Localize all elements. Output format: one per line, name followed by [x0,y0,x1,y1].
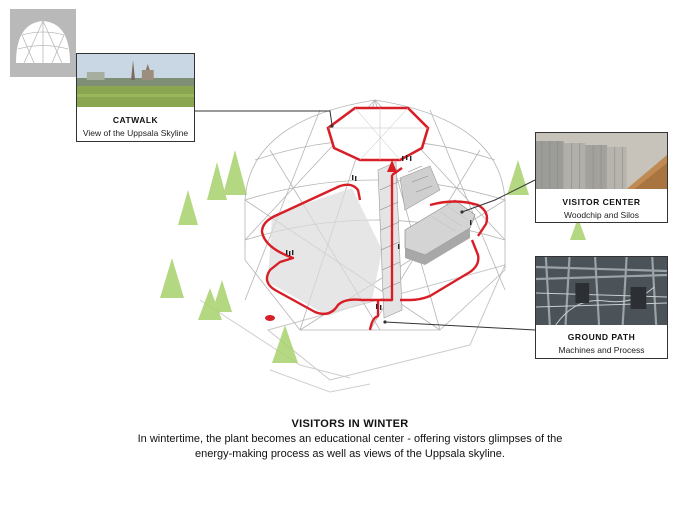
catwalk-card[interactable]: CATWALK View of the Uppsala Skyline [76,53,195,142]
visitor-figures [286,155,472,310]
tree [207,162,227,200]
leader-visitor [461,179,536,213]
visitor-center-title: VISITOR CENTER [562,197,641,207]
leader-lines [195,110,536,331]
dome-thumbnail[interactable] [10,9,76,77]
tree [212,280,232,312]
caption-title: VISITORS IN WINTER [291,418,409,430]
catwalk-photo [77,54,194,107]
leader-catwalk [195,110,333,126]
catwalk-ring [326,106,430,162]
tree [570,218,586,240]
ground-path-title: GROUND PATH [567,332,636,342]
catwalk-subtitle: View of the Uppsala Skyline [82,128,189,138]
ground-path-card[interactable]: GROUND PATH Machines and Process [535,256,668,359]
tree [160,258,184,298]
stair-tower [377,161,441,319]
visitor-route [260,167,489,331]
visitor-center-subtitle: Woodchip and Silos [564,210,639,220]
leader-dots [330,124,464,324]
visitor-center-card[interactable]: VISITOR CENTER Woodchip and Silos [535,132,668,223]
interior-floor [268,188,382,316]
caption-body-line-1: In wintertime, the plant becomes an educ… [137,433,563,445]
dome-icon [10,9,76,77]
tree [507,160,529,195]
ground-path-photo [536,257,667,325]
visitor-center-platform [404,199,476,265]
catwalk-title: CATWALK [112,115,159,125]
tree-group [160,150,586,363]
tree [272,325,298,363]
caption-body-line-2: energy-making process as well as views o… [195,448,505,460]
ground-path-subtitle: Machines and Process [558,345,645,355]
leader-ground [384,321,536,331]
tree [223,150,247,195]
route-arrow [387,160,397,172]
site-outline [199,299,371,393]
tree [178,190,198,225]
visitor-center-photo [536,133,667,189]
entry-marker [265,315,275,321]
